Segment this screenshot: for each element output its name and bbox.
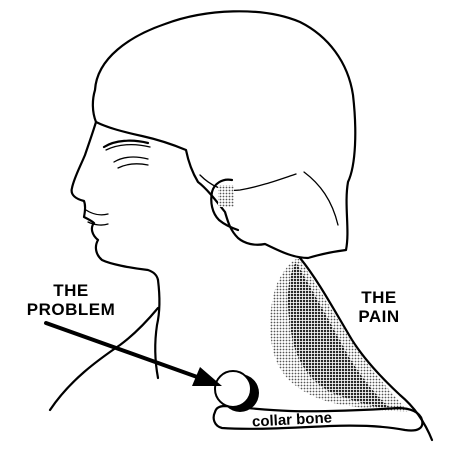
- pain-label-line-2: PAIN: [344, 307, 414, 326]
- pain-label: THE PAIN: [344, 288, 414, 326]
- hair-outline: [93, 11, 355, 258]
- lump: [215, 371, 251, 407]
- eyebrow: [104, 141, 148, 147]
- problem-label-line-2: PROBLEM: [6, 300, 136, 319]
- problem-label: THE PROBLEM: [6, 281, 136, 319]
- lips: [86, 210, 108, 215]
- problem-label-line-1: THE: [6, 281, 136, 300]
- problem-arrow-head: [192, 367, 222, 386]
- eye: [114, 157, 148, 162]
- eye: [118, 164, 148, 168]
- hair-strand: [304, 172, 338, 225]
- ear-shading: [218, 185, 234, 207]
- problem-arrow-shaft: [46, 323, 200, 378]
- eyebrow-shading: [106, 145, 150, 150]
- pain-label-line-1: THE: [344, 288, 414, 307]
- lips: [88, 222, 108, 225]
